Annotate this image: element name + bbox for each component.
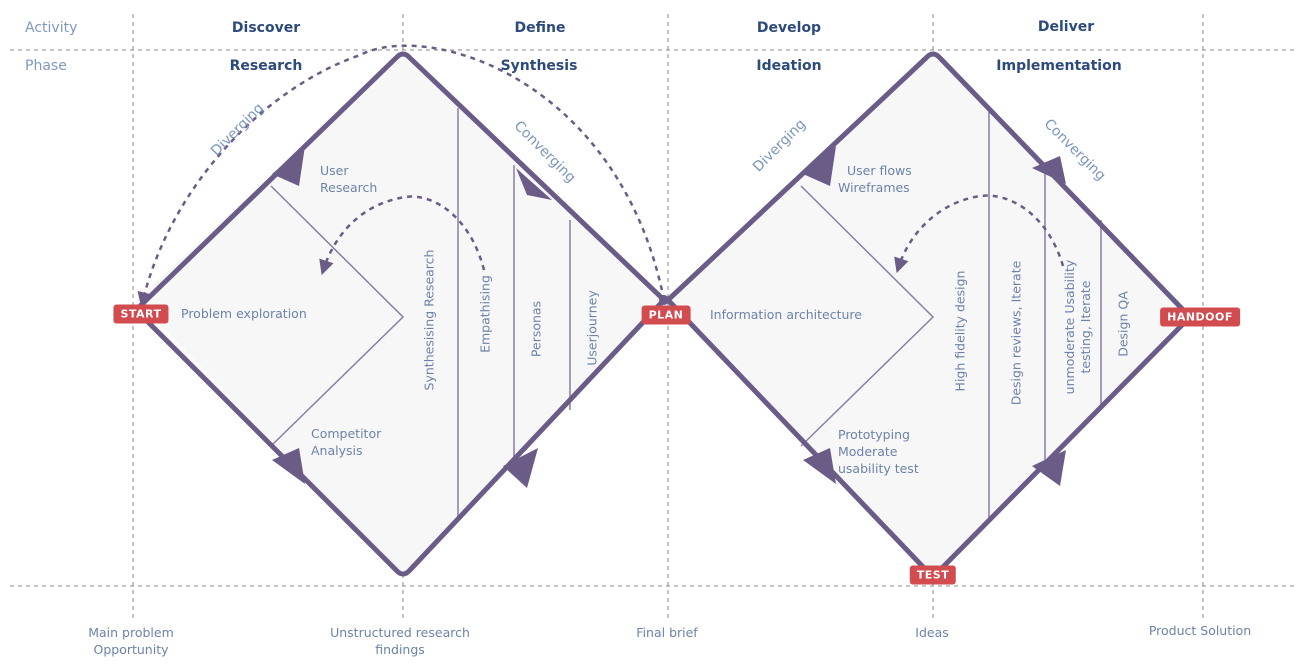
deliver-unmoderate-line2: testing, Iterate: [1078, 280, 1093, 374]
bottom-final-brief-line1: Final brief: [636, 625, 698, 640]
note-user-research: User Research: [320, 162, 377, 196]
feedback-arc-deliver: [894, 194, 1065, 274]
bottom-unstructured-line2: findings: [375, 642, 425, 657]
feedback-arcs: [137, 44, 1065, 308]
deliver-high-fidelity-design: High fidelity design: [952, 270, 968, 392]
note-user-flows: User flows Wireframes: [838, 162, 912, 196]
phase-synthesis: Synthesis: [500, 58, 578, 74]
deliver-design-qa: Design QA: [1115, 291, 1131, 357]
activity-discover: Discover: [231, 20, 301, 36]
plan-dot: [659, 295, 669, 305]
bottom-ideas: Ideas: [915, 624, 948, 641]
bottom-main-problem: Main problem Opportunity: [88, 624, 174, 658]
phase-label: Phase: [25, 58, 67, 74]
test-badge: TEST: [909, 565, 957, 585]
define-empathising: Empathising: [477, 275, 493, 353]
inner-lines: [270, 108, 1102, 522]
note-competitor-analysis: Competitor Analysis: [311, 425, 381, 459]
bottom-unstructured-findings: Unstructured research findings: [330, 624, 470, 658]
develop-inner-diamond: [800, 185, 935, 447]
note-prototyping: Prototyping Moderate usability test: [838, 426, 919, 477]
activity-define: Define: [514, 20, 566, 36]
arrow-discover-up: [272, 146, 305, 186]
deliver-unmoderate-usability: unmoderate Usability testing, Iterate: [1062, 260, 1094, 395]
note-competitor-line1: Competitor: [311, 426, 382, 441]
arrow-discover-down: [272, 448, 305, 484]
note-prototyping-line2: Moderate: [838, 444, 898, 459]
bottom-main-problem-line1: Main problem: [88, 625, 174, 640]
note-information-architecture: Information architecture: [710, 307, 862, 322]
discover-inner-diamond: [270, 185, 405, 447]
deliver-unmoderate-line1: unmoderate Usability: [1062, 259, 1077, 395]
define-synthesising-research: Synthesising Research: [421, 249, 437, 391]
arrow-deliver-down: [1032, 156, 1066, 184]
define-personas: Personas: [528, 300, 544, 358]
arrow-define-up: [503, 448, 538, 488]
feedback-arc-define: [319, 195, 486, 276]
note-prototyping-line3: usability test: [838, 461, 919, 476]
note-problem-exploration: Problem exploration: [181, 306, 307, 321]
bottom-product-solution: Product Solution: [1149, 622, 1251, 639]
bottom-ideas-line1: Ideas: [915, 625, 949, 640]
note-user-flows-line1: User flows: [847, 163, 912, 178]
phase-ideation: Ideation: [756, 58, 822, 74]
arrow-define-down: [516, 168, 552, 200]
bottom-unstructured-line1: Unstructured research: [330, 625, 470, 640]
deliver-design-reviews: Design reviews, Iterate: [1008, 260, 1024, 406]
handoff-badge: HANDOOF: [1160, 307, 1240, 327]
note-user-research-line2: Research: [320, 180, 378, 195]
phase-research: Research: [229, 58, 303, 74]
bottom-main-problem-line2: Opportunity: [93, 642, 169, 657]
bottom-product-solution-line1: Product Solution: [1148, 623, 1252, 638]
arrow-deliver-up: [1032, 450, 1066, 486]
phase-implementation: Implementation: [996, 58, 1122, 74]
note-user-flows-line2: Wireframes: [838, 180, 910, 195]
start-badge: START: [113, 304, 169, 324]
direction-arrowheads: [272, 146, 1066, 488]
activity-develop: Develop: [756, 20, 822, 36]
activity-deliver: Deliver: [1037, 19, 1095, 35]
note-competitor-line2: Analysis: [311, 443, 363, 458]
arrow-develop-down: [803, 448, 836, 484]
note-prototyping-line1: Prototyping: [838, 427, 910, 442]
arrow-develop-up: [803, 146, 836, 186]
bottom-final-brief: Final brief: [636, 624, 697, 641]
note-user-research-line1: User: [320, 163, 349, 178]
plan-badge: PLAN: [641, 305, 691, 325]
activity-label: Activity: [25, 20, 78, 36]
define-userjourney: Userjourney: [584, 290, 600, 366]
